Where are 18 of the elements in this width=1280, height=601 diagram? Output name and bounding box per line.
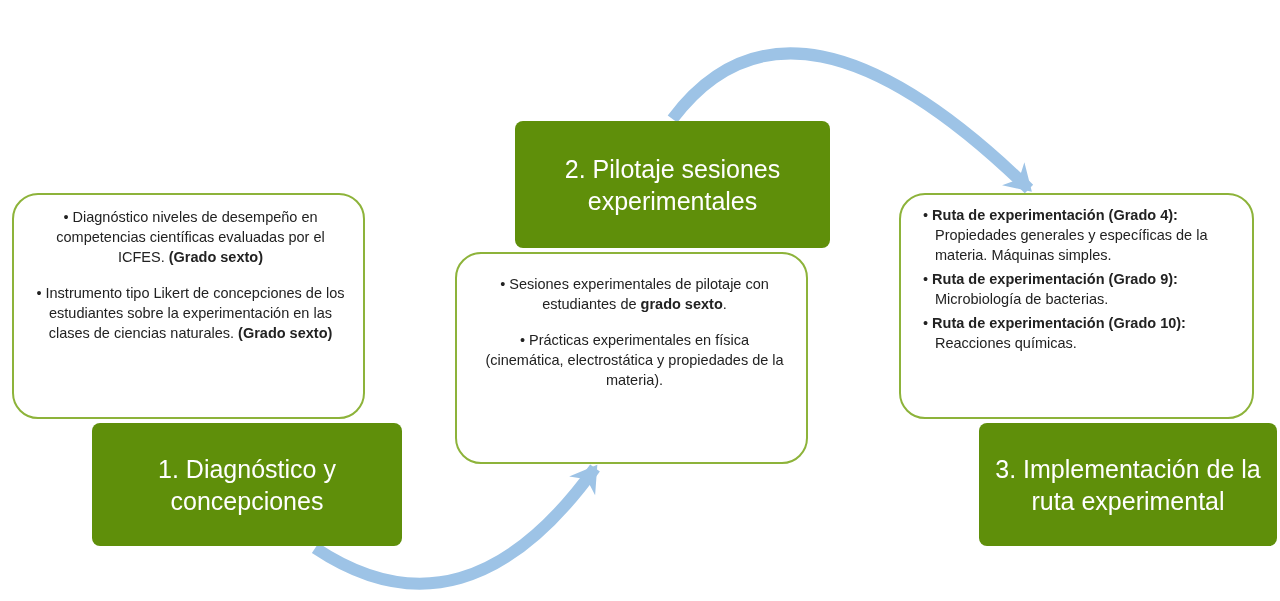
bullet-text: • Ruta de experimentación (Grado 10): Reacciones químicas.: [923, 314, 1187, 353]
text-card: [12, 193, 365, 419]
bullet-text: • Diagnóstico niveles de desempeño en competencias científicas evaluadas por el ICFES. (Grado sexto): [55, 208, 326, 267]
bullet-text: • Ruta de experimentación (Grado 4): Propiedades generales y específicas de la materia. Máquinas simples.: [923, 206, 1209, 265]
title-box: [979, 423, 1277, 546]
step-title: 2. Pilotaje sesiones experimentales: [563, 153, 782, 217]
title-box: [92, 423, 402, 546]
curved-arrow: [667, 47, 1034, 194]
step-title: 1. Diagnóstico y concepciones: [157, 453, 337, 517]
text-card: [899, 193, 1254, 419]
text-card: [455, 252, 808, 464]
bullet-text: • Prácticas experimentales en física (cinemática, electrostática y propiedades de la materia).: [484, 331, 785, 390]
title-box: [515, 121, 830, 248]
step-title: 3. Implementación de la ruta experimental: [994, 453, 1262, 517]
bullet-text: • Sesiones experimentales de pilotaje con estudiantes de grado sexto.: [499, 275, 770, 314]
curved-arrow: [312, 464, 600, 590]
bullet-text: • Ruta de experimentación (Grado 9): Microbiología de bacterias.: [923, 270, 1179, 309]
bullet-text: • Instrumento tipo Likert de concepciones de los estudiantes sobre la experimentación en las clases de ciencias naturales. (Grado sexto): [35, 284, 346, 343]
